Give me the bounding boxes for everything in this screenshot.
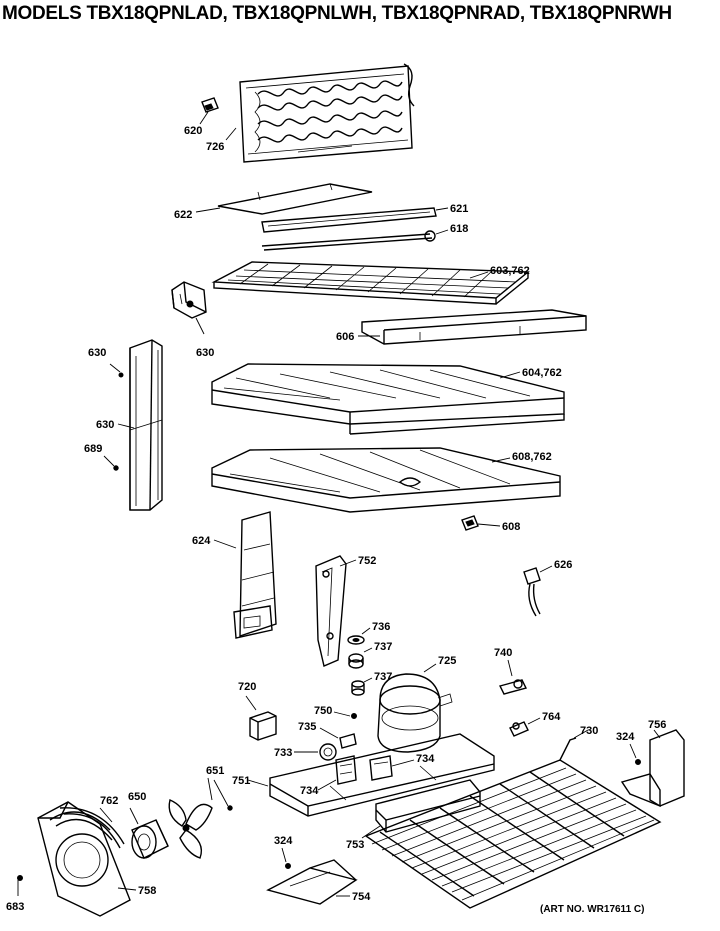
bracket-754 bbox=[266, 859, 358, 905]
label-603-762: 603,762 bbox=[490, 265, 530, 277]
label-622: 622 bbox=[174, 209, 192, 221]
label-624: 624 bbox=[192, 535, 211, 547]
label-606: 606 bbox=[336, 331, 354, 343]
relay-720 bbox=[249, 711, 277, 741]
support-606 bbox=[361, 309, 587, 345]
label-324-b: 324 bbox=[274, 835, 293, 847]
label-630-a: 630 bbox=[196, 347, 214, 359]
grommet-736 bbox=[347, 635, 365, 645]
label-621: 621 bbox=[450, 203, 468, 215]
label-764: 764 bbox=[542, 711, 561, 723]
fan-blade-651 bbox=[168, 799, 213, 859]
label-730: 730 bbox=[580, 725, 598, 737]
channel-630 bbox=[129, 339, 163, 511]
label-683: 683 bbox=[6, 901, 24, 913]
label-750: 750 bbox=[314, 705, 332, 717]
diagram-title: MODELS TBX18QPNLAD, TBX18QPNLWH, TBX18QP… bbox=[2, 3, 672, 24]
label-720: 720 bbox=[238, 681, 256, 693]
label-735: 735 bbox=[298, 721, 316, 733]
label-726: 726 bbox=[206, 141, 224, 153]
hose-762 bbox=[59, 807, 125, 849]
label-736: 736 bbox=[372, 621, 390, 633]
screw-324 bbox=[635, 759, 641, 765]
label-630-b: 630 bbox=[88, 347, 106, 359]
label-604-762: 604,762 bbox=[522, 367, 562, 379]
label-626: 626 bbox=[554, 559, 572, 571]
clip-620 bbox=[201, 97, 219, 113]
damper-control-630 bbox=[171, 281, 207, 319]
condenser-730 bbox=[364, 737, 662, 909]
label-737-a: 737 bbox=[374, 641, 392, 653]
label-756: 756 bbox=[648, 719, 666, 731]
shelf-603 bbox=[211, 261, 530, 305]
base-pan-751 bbox=[269, 733, 495, 817]
tray-753 bbox=[375, 779, 481, 833]
clip-735 bbox=[339, 733, 357, 749]
label-734-b: 734 bbox=[300, 785, 319, 797]
overload-740 bbox=[498, 679, 528, 695]
art-number: (ART NO. WR17611 C) bbox=[540, 904, 645, 915]
label-751: 751 bbox=[232, 775, 250, 787]
bracket-752 bbox=[315, 555, 347, 667]
screw-324b bbox=[285, 863, 291, 869]
label-608: 608 bbox=[502, 521, 520, 533]
label-762: 762 bbox=[100, 795, 118, 807]
shelf-604 bbox=[211, 363, 565, 435]
label-618: 618 bbox=[450, 223, 468, 235]
label-650: 650 bbox=[128, 791, 146, 803]
label-651: 651 bbox=[206, 765, 224, 777]
shroud-758 bbox=[37, 801, 131, 917]
label-725: 725 bbox=[438, 655, 456, 667]
label-630-c: 630 bbox=[96, 419, 114, 431]
cover-622 bbox=[217, 183, 373, 215]
label-608-762: 608,762 bbox=[512, 451, 552, 463]
label-753: 753 bbox=[346, 839, 364, 851]
label-758: 758 bbox=[138, 885, 156, 897]
screw-750 bbox=[351, 713, 357, 719]
label-754: 754 bbox=[352, 891, 371, 903]
evaporator-726 bbox=[239, 63, 415, 163]
label-620: 620 bbox=[184, 125, 202, 137]
tray-608 bbox=[211, 447, 561, 513]
screw-651 bbox=[227, 805, 233, 811]
cap-733 bbox=[319, 743, 337, 761]
spacer-737 bbox=[348, 653, 364, 669]
label-689: 689 bbox=[84, 443, 102, 455]
label-733: 733 bbox=[274, 747, 292, 759]
heater-618 bbox=[261, 230, 436, 251]
screw-683 bbox=[17, 875, 23, 881]
compressor-725 bbox=[377, 673, 453, 753]
mount-734 bbox=[369, 755, 393, 781]
drain-fitting-608 bbox=[461, 515, 479, 531]
fan-motor-650 bbox=[131, 819, 169, 859]
mount-734b bbox=[335, 755, 357, 785]
label-737-b: 737 bbox=[374, 671, 392, 683]
spacer-737b bbox=[351, 680, 365, 696]
label-740: 740 bbox=[494, 647, 512, 659]
label-324-a: 324 bbox=[616, 731, 635, 743]
clip-764 bbox=[509, 721, 529, 737]
bracket-756 bbox=[620, 729, 685, 808]
rail-621 bbox=[261, 207, 437, 233]
duct-624 bbox=[233, 511, 277, 639]
label-734-a: 734 bbox=[416, 753, 435, 765]
harness-626 bbox=[523, 567, 541, 617]
label-752: 752 bbox=[358, 555, 376, 567]
